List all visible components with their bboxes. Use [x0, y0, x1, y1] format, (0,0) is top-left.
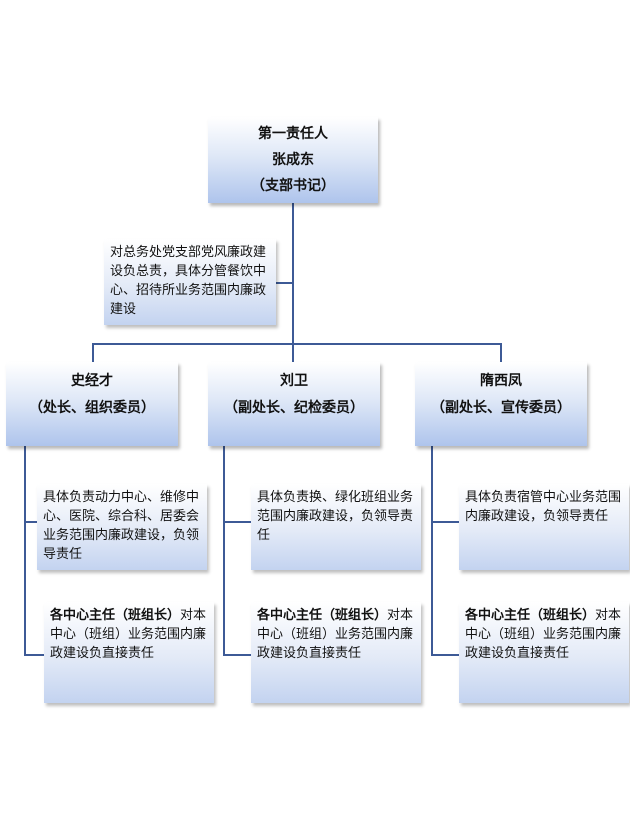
- duty-box-right: 具体负责宿管中心业务范围内廉政建设，负领导责任: [459, 484, 629, 570]
- top-box-line1: 第一责任人: [258, 126, 328, 142]
- manager-box-left: 史经才 （处长、组织委员）: [6, 362, 178, 446]
- connector-drop-center: [292, 343, 294, 362]
- top-box-line3: （支部书记）: [251, 178, 335, 194]
- connector-top-desc-stub: [276, 282, 293, 284]
- connector-right-branch-vertical: [431, 446, 433, 656]
- connector-left-duty-stub: [24, 521, 37, 523]
- connector-right-leader-stub: [431, 654, 459, 656]
- duty-text: 具体负责宿管中心业务范围内廉政建设，负领导责任: [465, 490, 622, 524]
- leader-text: 对本中心（班组）业务范围内廉政建设负直接责任: [50, 608, 207, 661]
- duty-text: 具体负责动力中心、维修中心、医院、综合科、居委会业务范围内廉政建设，负领导责任: [43, 490, 200, 562]
- manager-role: （副处长、宣传委员）: [431, 400, 571, 416]
- connector-top-vertical: [292, 203, 294, 345]
- duty-box-center: 具体负责换、绿化班组业务范围内廉政建设，负领导责任: [251, 484, 421, 570]
- manager-name: 刘卫: [280, 373, 308, 389]
- connector-drop-right: [500, 343, 502, 362]
- connector-right-duty-stub: [431, 521, 459, 523]
- connector-center-duty-stub: [223, 521, 251, 523]
- leader-title: 各中心主任（班组长）: [465, 608, 596, 623]
- leader-box-center: 各中心主任（班组长）对本中心（班组）业务范围内廉政建设负直接责任: [251, 602, 421, 703]
- connector-drop-left: [92, 343, 94, 362]
- leader-title: 各中心主任（班组长）: [50, 608, 181, 623]
- manager-role: （副处长、纪检委员）: [224, 400, 364, 416]
- manager-role: （处长、组织委员）: [29, 400, 155, 416]
- duty-box-left: 具体负责动力中心、维修中心、医院、综合科、居委会业务范围内廉政建设，负领导责任: [37, 484, 207, 570]
- connector-horizontal-bar: [92, 343, 502, 345]
- leader-text: 对本中心（班组）业务范围内廉政建设负直接责任: [257, 608, 414, 661]
- top-desc-box: 对总务处党支部党风廉政建设负总责，具体分管餐饮中心、招待所业务范围内廉政建设: [104, 239, 276, 325]
- manager-name: 隋西凤: [480, 373, 522, 389]
- top-box-line2: 张成东: [272, 152, 314, 168]
- manager-box-center: 刘卫 （副处长、纪检委员）: [208, 362, 380, 446]
- leader-box-left: 各中心主任（班组长）对本中心（班组）业务范围内廉政建设负直接责任: [44, 602, 214, 703]
- connector-center-leader-stub: [223, 654, 251, 656]
- top-desc-text: 对总务处党支部党风廉政建设负总责，具体分管餐饮中心、招待所业务范围内廉政建设: [110, 245, 267, 317]
- connector-center-branch-vertical: [223, 446, 225, 656]
- duty-text: 具体负责换、绿化班组业务范围内廉政建设，负领导责任: [257, 490, 414, 543]
- leader-box-right: 各中心主任（班组长）对本中心（班组）业务范围内廉政建设负直接责任: [459, 602, 629, 703]
- manager-name: 史经才: [71, 373, 113, 389]
- leader-title: 各中心主任（班组长）: [257, 608, 388, 623]
- first-responsible-person-box: 第一责任人 张成东 （支部书记）: [208, 117, 378, 203]
- connector-left-branch-vertical: [24, 446, 26, 656]
- connector-left-leader-stub: [24, 654, 44, 656]
- leader-text: 对本中心（班组）业务范围内廉政建设负直接责任: [465, 608, 622, 661]
- manager-box-right: 隋西凤 （副处长、宣传委员）: [415, 362, 587, 446]
